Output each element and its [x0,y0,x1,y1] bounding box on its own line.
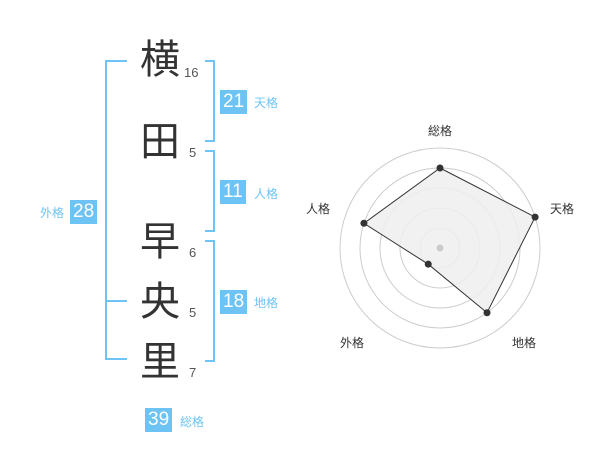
tenkaku-label: 天格 [254,96,279,110]
chikaku-value: 18 [220,290,248,314]
name-char-2: 田 [140,119,180,165]
tenkaku-value: 21 [220,90,248,114]
stroke-count-2: 5 [189,145,197,160]
radar-point-1 [436,164,444,172]
radar-point-3 [483,309,491,317]
stroke-count-5: 7 [189,365,197,380]
name-char-1: 横 [140,37,180,83]
radar-label-gaikaku: 外格 [340,336,365,350]
radar-point-5 [360,219,368,227]
name-char-4: 央 [140,279,180,325]
radar-label-jinkaku: 人格 [306,202,331,216]
stroke-count-4: 5 [189,305,197,320]
stroke-count-3: 6 [189,245,197,260]
radar-label-soukaku: 総格 [428,124,453,138]
stroke-count-1: 16 [184,65,199,80]
gaikaku-bracket-lower [105,298,127,360]
gaikaku-bracket-upper [105,60,127,302]
radar-center-dot [436,244,444,252]
soukaku-value: 39 [145,408,173,432]
radar-label-tenkaku: 天格 [550,202,575,216]
name-char-5: 里 [140,339,180,385]
jinkaku-bracket [205,150,215,232]
jinkaku-label: 人格 [254,187,279,201]
gaikaku-value: 28 [70,200,98,224]
radar-point-4 [424,260,432,268]
radar-ring-5 [339,147,541,349]
chikaku-label: 地格 [254,296,279,310]
gaikaku-label: 外格 [40,206,65,220]
soukaku-label: 総格 [180,415,205,429]
jinkaku-value: 11 [220,180,246,204]
radar-point-2 [531,213,539,221]
chikaku-bracket [205,240,215,362]
radar-score-polygon [363,167,536,314]
tenkaku-bracket [205,60,215,142]
name-char-3: 早 [140,219,180,265]
radar-label-chikaku: 地格 [512,336,537,350]
